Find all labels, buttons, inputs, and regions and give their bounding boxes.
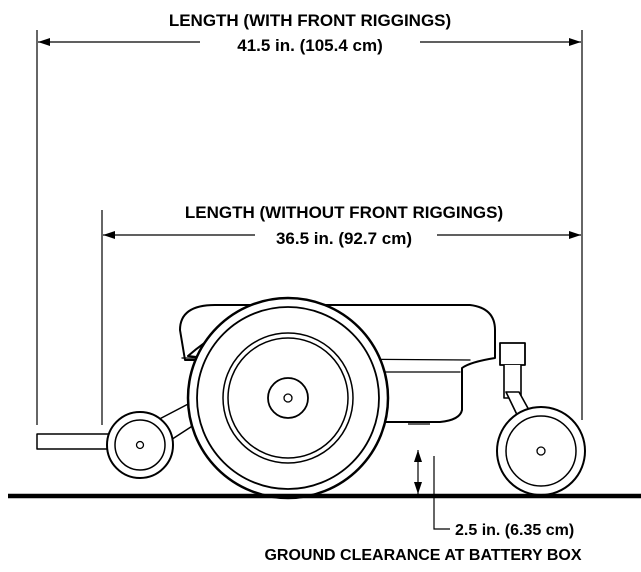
length-with-riggings-label: LENGTH (WITH FRONT RIGGINGS) bbox=[169, 11, 451, 30]
dimension-length-without-riggings: LENGTH (WITHOUT FRONT RIGGINGS) 36.5 in.… bbox=[103, 203, 581, 248]
dimension-ground-clearance: 2.5 in. (6.35 cm) GROUND CLEARANCE AT BA… bbox=[264, 423, 582, 564]
drive-wheel bbox=[186, 296, 390, 500]
rear-caster-wheel bbox=[496, 406, 586, 496]
length-without-riggings-label: LENGTH (WITHOUT FRONT RIGGINGS) bbox=[185, 203, 503, 222]
clearance-leader-line bbox=[433, 456, 450, 530]
footplate bbox=[36, 433, 119, 450]
front-caster-wheel bbox=[106, 411, 174, 479]
ground-clearance-value: 2.5 in. (6.35 cm) bbox=[455, 522, 574, 539]
length-without-riggings-value: 36.5 in. (92.7 cm) bbox=[276, 229, 412, 248]
dimension-length-with-riggings: LENGTH (WITH FRONT RIGGINGS) 41.5 in. (1… bbox=[38, 11, 581, 55]
length-with-riggings-value: 41.5 in. (105.4 cm) bbox=[237, 36, 383, 55]
ground-clearance-label: GROUND CLEARANCE AT BATTERY BOX bbox=[264, 547, 581, 564]
wheelchair-side-view bbox=[36, 296, 586, 500]
